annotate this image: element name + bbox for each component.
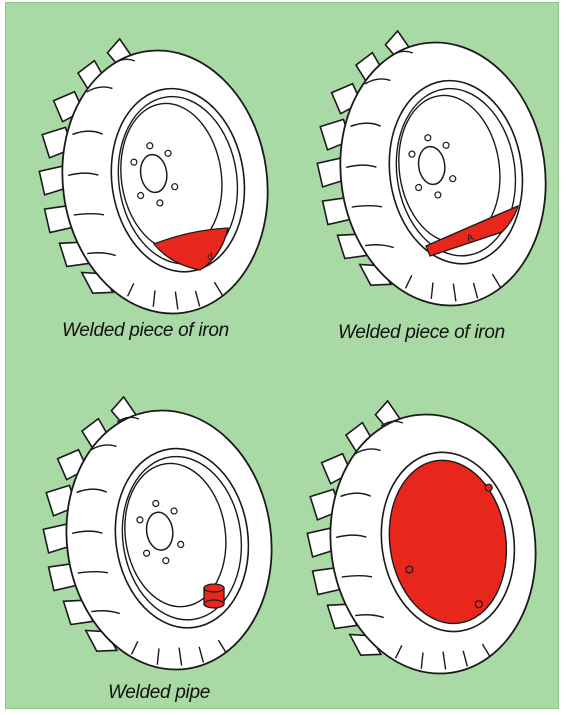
tractor-wheel-with-pipe-illustration — [44, 384, 284, 676]
wheel-panel-bottom-left — [44, 384, 284, 676]
caption-bottom-left: Welded pipe — [108, 682, 210, 704]
tractor-wheel-with-iron-strip-illustration: A — [318, 14, 558, 314]
welded-pipe — [204, 584, 224, 608]
wheel-panel-top-left: d — [40, 22, 280, 312]
wheel-panel-bottom-right — [308, 388, 548, 678]
tractor-wheel-with-disc-weight-illustration — [308, 388, 548, 678]
caption-top-right: Welded piece of iron — [338, 322, 505, 344]
wheel-panel-top-right: A — [318, 14, 558, 314]
caption-top-left: Welded piece of iron — [62, 320, 229, 342]
tractor-wheel-with-iron-segment-illustration: d — [40, 22, 280, 312]
